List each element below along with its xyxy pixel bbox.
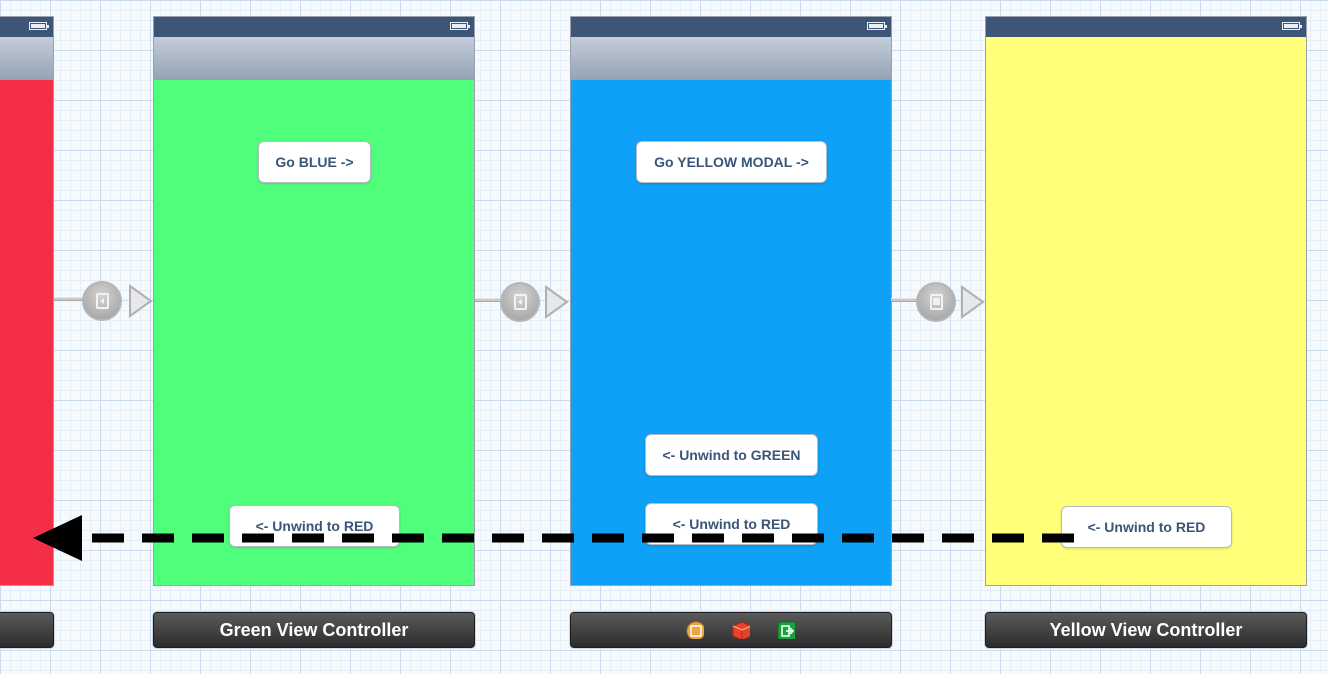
segue-line-blue-yellow (891, 298, 918, 302)
yellow-view-controller-scene[interactable]: <- Unwind to RED (985, 16, 1307, 586)
yellow-view: <- Unwind to RED (986, 37, 1306, 585)
segue-arrowhead-icon (129, 284, 153, 318)
push-segue-icon[interactable] (500, 282, 540, 322)
green-scene-dock[interactable]: Green View Controller (153, 612, 475, 648)
battery-icon (450, 22, 470, 30)
blue-scene-dock[interactable] (570, 612, 892, 648)
unwind-arrow (33, 515, 1075, 561)
battery-icon (29, 22, 49, 30)
go-blue-button[interactable]: Go BLUE -> (258, 141, 371, 183)
status-bar (571, 17, 891, 37)
red-view (0, 80, 53, 585)
unwind-arrowhead-icon (33, 515, 82, 561)
status-bar (154, 17, 474, 37)
exit-icon[interactable] (732, 621, 750, 639)
push-segue-icon[interactable] (82, 281, 122, 321)
status-bar (986, 17, 1306, 37)
blue-view-controller-scene[interactable]: Go YELLOW MODAL -> <- Unwind to GREEN <-… (570, 16, 892, 586)
blue-view: Go YELLOW MODAL -> <- Unwind to GREEN <-… (571, 80, 891, 585)
go-yellow-modal-button[interactable]: Go YELLOW MODAL -> (636, 141, 827, 183)
navigation-bar (0, 37, 53, 81)
yellow-dock-title: Yellow View Controller (1049, 620, 1243, 640)
segue-arrowhead-icon (545, 285, 569, 319)
navigation-bar (571, 37, 891, 81)
modal-segue-icon[interactable] (916, 282, 956, 322)
green-dock-title: Green View Controller (219, 620, 409, 640)
unwind-exit-icon[interactable] (777, 621, 795, 639)
status-bar (0, 17, 53, 37)
segue-line-green-blue (475, 298, 502, 302)
green-view-controller-scene[interactable]: Go BLUE -> <- Unwind to RED (153, 16, 475, 586)
battery-icon (1282, 22, 1302, 30)
unwind-to-red-button[interactable]: <- Unwind to RED (1061, 506, 1232, 548)
battery-icon (867, 22, 887, 30)
first-responder-icon[interactable] (686, 621, 704, 639)
red-view-controller-scene[interactable] (0, 16, 54, 586)
navigation-bar (154, 37, 474, 81)
yellow-scene-dock[interactable]: Yellow View Controller (985, 612, 1307, 648)
red-scene-dock[interactable] (0, 612, 54, 648)
segue-line-red-green (54, 297, 84, 301)
unwind-to-green-button[interactable]: <- Unwind to GREEN (645, 434, 818, 476)
segue-arrowhead-icon (961, 285, 985, 319)
